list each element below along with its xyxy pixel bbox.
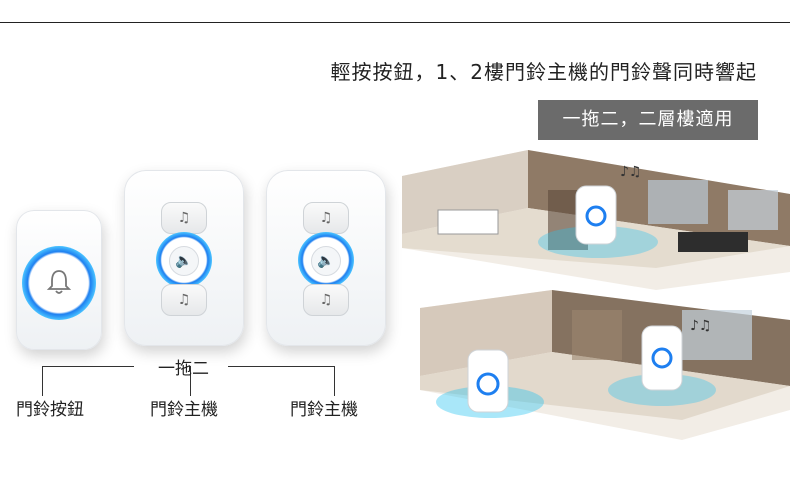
upper-floor-illustration: ♪♫: [402, 150, 790, 290]
connector-line: [334, 366, 335, 396]
music-up-button: ♫: [303, 202, 349, 234]
music-down-button: ♫: [303, 284, 349, 316]
top-divider: [0, 22, 790, 23]
doorbell-receiver-2: ♫ 🔈 ♫: [266, 170, 386, 346]
bell-ring: [22, 246, 96, 320]
connector-line: [42, 366, 43, 396]
doorbell-receiver-1: ♫ 🔈 ♫: [124, 170, 244, 346]
connector-line: [228, 366, 334, 367]
speaker-icon: 🔈: [169, 246, 199, 276]
connector-line: [42, 366, 134, 367]
svg-text:♪♫: ♪♫: [620, 164, 642, 180]
device-label-receiver-1: 門鈴主機: [150, 400, 218, 420]
connector-line: [190, 366, 191, 396]
svg-text:♪♫: ♪♫: [690, 318, 712, 334]
doorbell-button-device: [16, 210, 102, 350]
device-label-button: 門鈴按鈕: [16, 400, 84, 420]
music-down-button: ♫: [161, 284, 207, 316]
headline: 輕按按鈕，1、2樓門鈴主機的門鈴聲同時響起: [330, 60, 757, 84]
device-label-receiver-2: 門鈴主機: [290, 400, 358, 420]
music-up-button: ♫: [161, 202, 207, 234]
lower-floor-illustration: ♪♫: [420, 290, 790, 440]
connector-label: 一拖二: [158, 359, 209, 379]
feature-tag: 一拖二，二層樓適用: [538, 100, 758, 140]
speaker-icon: 🔈: [311, 246, 341, 276]
bell-icon: [46, 270, 72, 294]
